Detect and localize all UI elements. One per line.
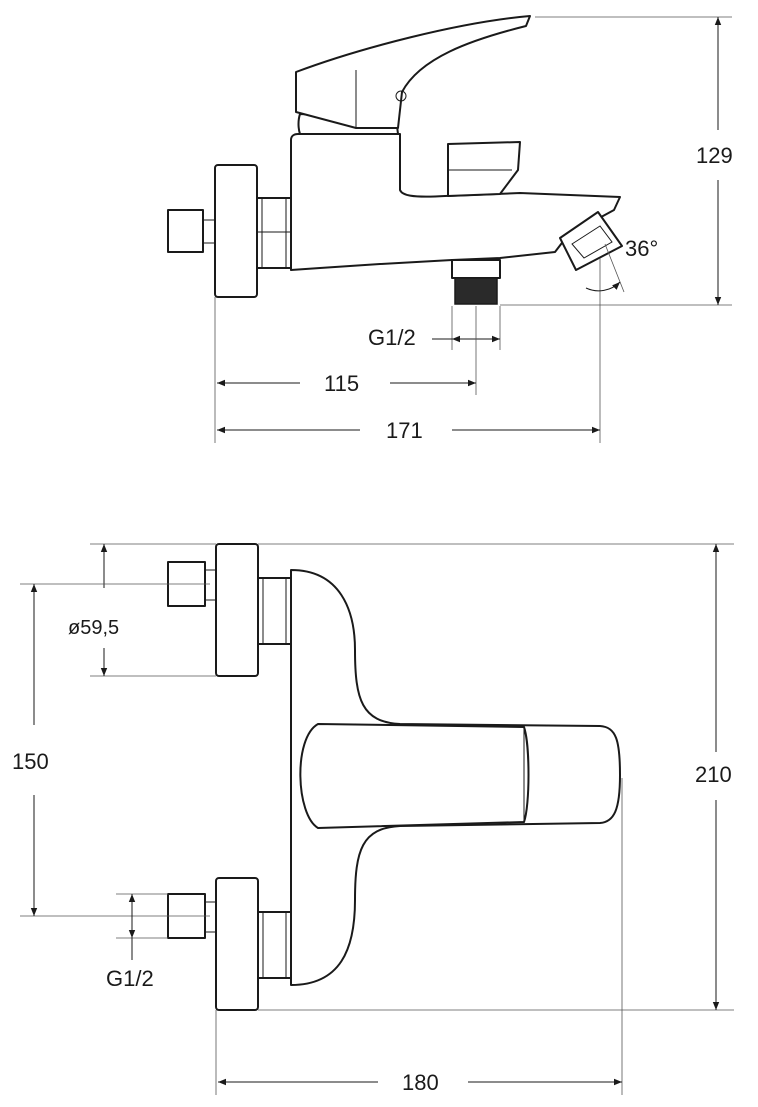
- top-centers-label: 150: [12, 749, 49, 774]
- side-outlet-distance-label: 115: [324, 371, 359, 396]
- top-flange-upper: [215, 543, 259, 677]
- side-lever-handle: [295, 15, 531, 129]
- side-wall-flange: [214, 164, 258, 298]
- side-aerator: [559, 211, 623, 271]
- top-lever-handle: [299, 723, 530, 829]
- side-angle-label: 36°: [625, 236, 658, 261]
- top-view: ø59,5 150 G1/2 210 180: [12, 543, 734, 1095]
- side-diverter-knob: [447, 141, 521, 197]
- top-thread-label: G1/2: [106, 966, 154, 991]
- side-outlet-nipple: [451, 259, 501, 279]
- top-width-label: 180: [402, 1070, 439, 1095]
- side-thread-label: G1/2: [368, 325, 416, 350]
- side-spout-distance-label: 171: [386, 418, 423, 443]
- side-height-label: 129: [696, 143, 733, 168]
- top-flange-lower: [215, 877, 259, 1011]
- top-diameter-label: ø59,5: [68, 617, 119, 639]
- side-view: 36° 129 G1/2 115 171: [167, 15, 733, 443]
- side-outlet-thread: [454, 277, 498, 305]
- side-hose-connector: [167, 209, 204, 253]
- top-height-label: 210: [695, 762, 732, 787]
- side-mixer-body: [290, 133, 621, 271]
